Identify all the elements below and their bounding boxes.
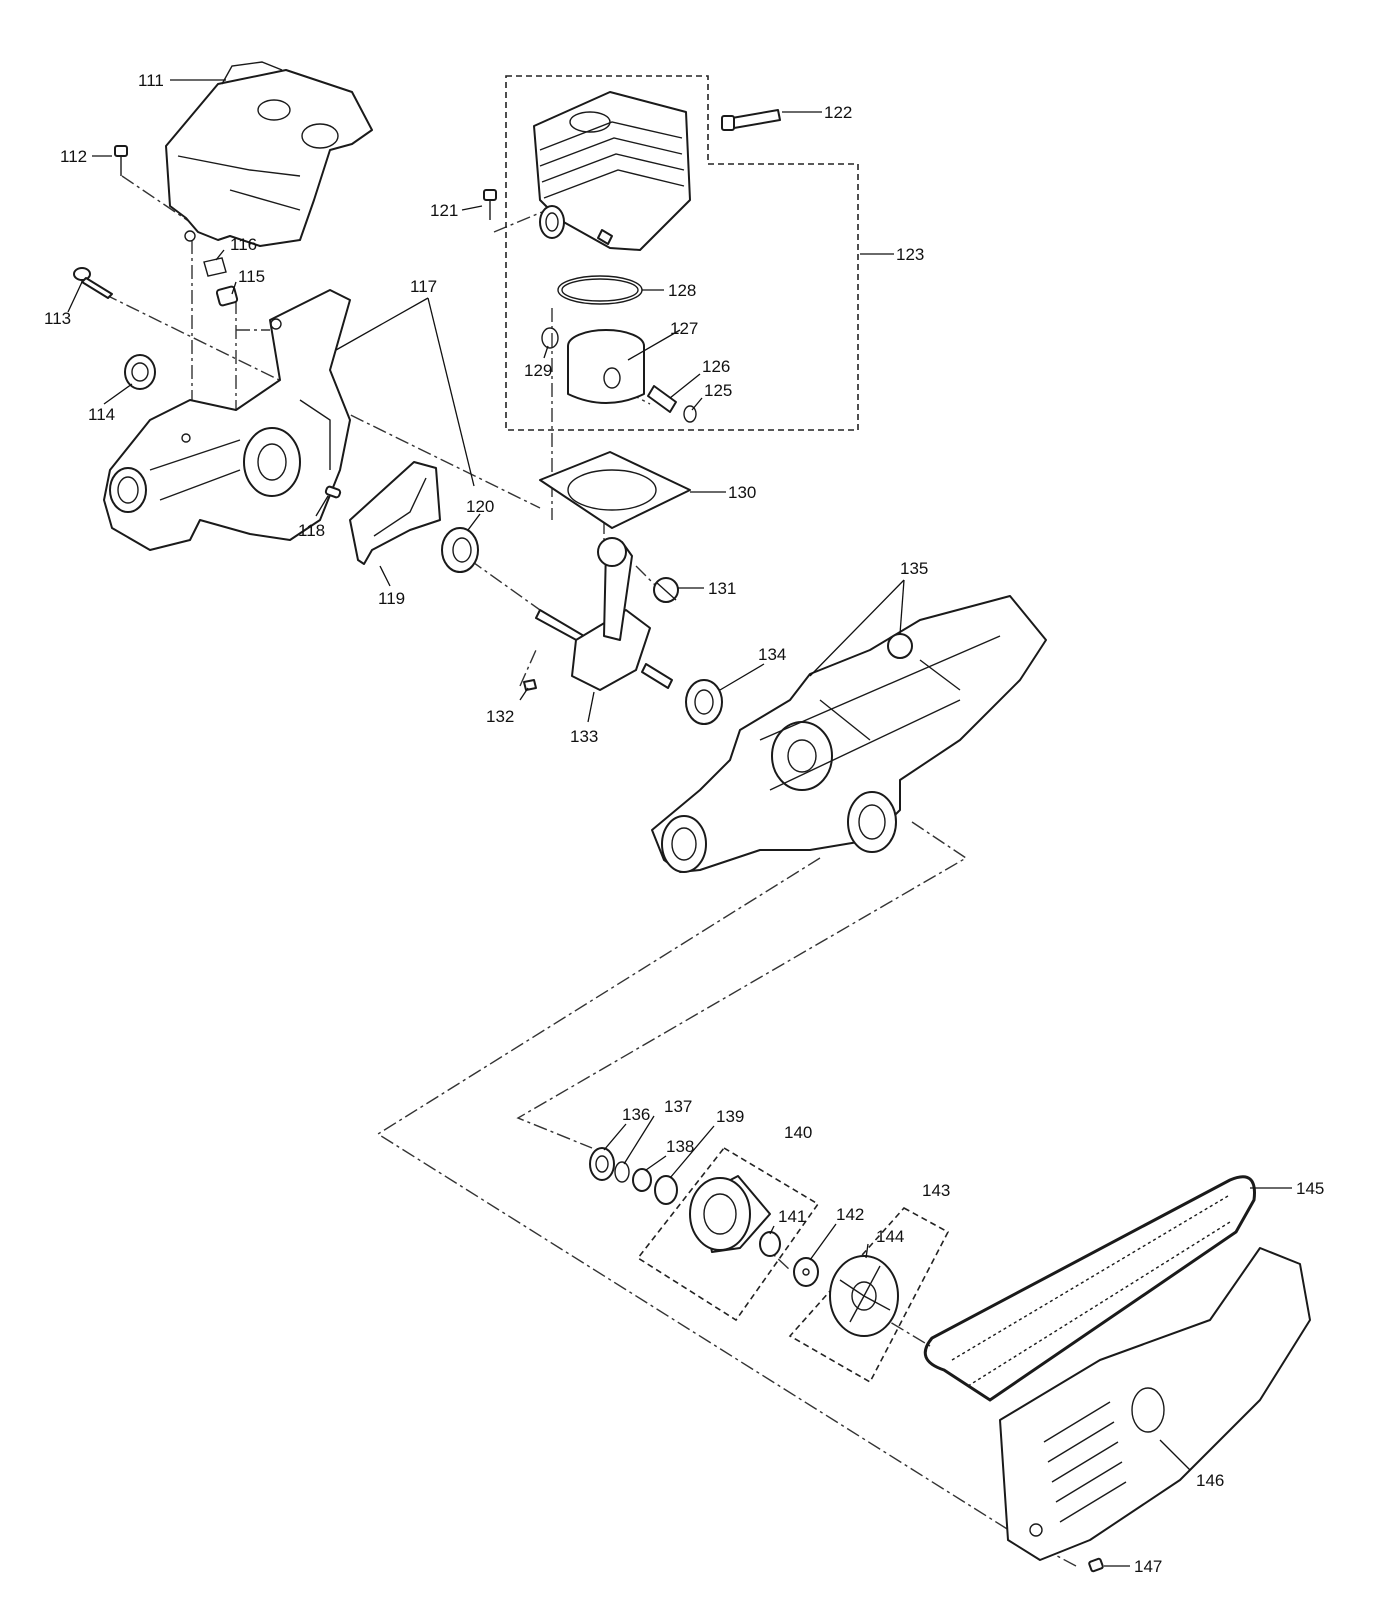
label-133: 133 <box>570 727 598 746</box>
ring-137 <box>614 1161 630 1183</box>
ring-128 <box>557 275 643 305</box>
crankshaft-133 <box>535 537 673 691</box>
nut-115 <box>215 285 239 307</box>
label-112: 112 <box>60 147 87 166</box>
label-125: 125 <box>704 381 732 400</box>
bearing-120 <box>441 527 479 573</box>
belt-guard-146 <box>999 1247 1311 1561</box>
label-141: 141 <box>778 1207 806 1226</box>
label-127: 127 <box>670 319 698 338</box>
label-147: 147 <box>1134 1557 1162 1576</box>
label-121: 121 <box>430 201 458 220</box>
needle-bearing-131 <box>653 577 679 603</box>
screw-121 <box>483 189 497 220</box>
label-114: 114 <box>88 405 115 424</box>
key-132 <box>523 679 537 691</box>
label-128: 128 <box>668 281 696 300</box>
label-145: 145 <box>1296 1179 1324 1198</box>
label-139: 139 <box>716 1107 744 1126</box>
crankcase-arm-135 <box>651 595 1047 873</box>
label-146: 146 <box>1196 1471 1224 1490</box>
clutch-144 <box>829 1255 899 1337</box>
spark-plug-122 <box>721 109 781 131</box>
washer-139 <box>654 1175 678 1205</box>
clutch-box <box>788 1206 950 1384</box>
label-143: 143 <box>922 1181 950 1200</box>
ring-138 <box>632 1168 652 1192</box>
top-cover <box>165 61 373 247</box>
circlip-125 <box>683 405 697 423</box>
seal-114 <box>124 354 156 390</box>
label-111: 111 <box>138 71 164 90</box>
screw-112 <box>114 145 128 176</box>
label-135: 135 <box>900 559 928 578</box>
label-136: 136 <box>622 1105 650 1124</box>
label-113: 113 <box>44 309 71 328</box>
pin-118 <box>324 485 342 499</box>
plate-116 <box>203 257 227 277</box>
label-118: 118 <box>298 521 325 540</box>
gasket-119 <box>349 461 441 565</box>
clutch-drum-140 <box>689 1175 771 1253</box>
group-boxes <box>505 75 950 1384</box>
seal-136 <box>589 1147 615 1181</box>
label-134: 134 <box>758 645 786 664</box>
circlip-129 <box>541 327 559 349</box>
label-140: 140 <box>784 1123 812 1142</box>
belt-145 <box>923 1175 1256 1402</box>
clutch-drum-box <box>636 1146 820 1322</box>
label-122: 122 <box>824 103 852 122</box>
bearing-134 <box>685 679 723 725</box>
crankcase-left <box>103 289 351 551</box>
label-123: 123 <box>896 245 924 264</box>
washer-142 <box>793 1257 819 1287</box>
label-137: 137 <box>664 1097 692 1116</box>
bolt-113 <box>73 267 113 299</box>
label-131: 131 <box>708 579 736 598</box>
cylinder <box>533 91 691 251</box>
label-116: 116 <box>230 235 257 254</box>
leader-lines <box>67 79 1292 1567</box>
label-130: 130 <box>728 483 756 502</box>
label-126: 126 <box>702 357 730 376</box>
screw-147 <box>1088 1557 1104 1573</box>
gasket-130 <box>539 451 691 529</box>
label-142: 142 <box>836 1205 864 1224</box>
needle-bearing-141 <box>759 1231 781 1257</box>
piston-pin-126 <box>647 385 677 413</box>
label-120: 120 <box>466 497 494 516</box>
label-119: 119 <box>378 589 405 608</box>
part-labels: 111 112 113 114 115 116 117 118 119 120 … <box>44 71 1324 1576</box>
label-144: 144 <box>876 1227 904 1246</box>
label-138: 138 <box>666 1137 694 1156</box>
label-117: 117 <box>410 277 437 296</box>
label-115: 115 <box>238 267 265 286</box>
piston-127 <box>567 329 645 404</box>
cylinder-kit-box <box>505 75 859 431</box>
label-129: 129 <box>524 361 552 380</box>
label-132: 132 <box>486 707 514 726</box>
